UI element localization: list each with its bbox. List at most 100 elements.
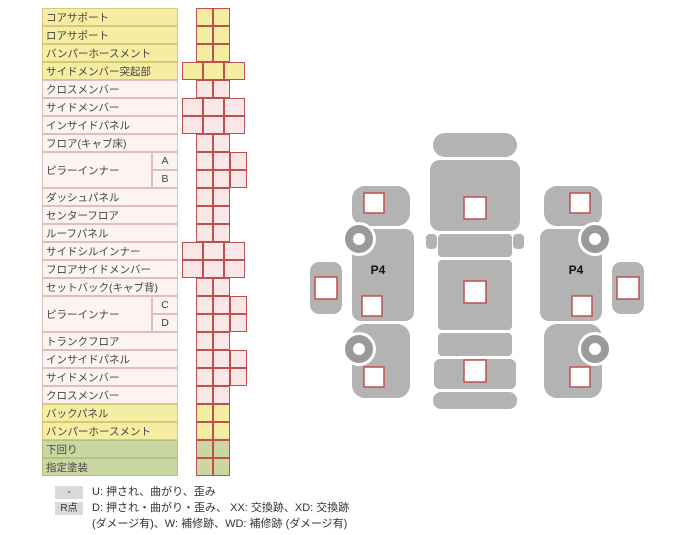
damage-cell[interactable] (224, 62, 245, 80)
damage-cell[interactable] (213, 404, 230, 422)
damage-cell[interactable] (213, 224, 230, 242)
damage-cell[interactable] (213, 332, 230, 350)
damage-cell[interactable] (182, 62, 203, 80)
damage-cell[interactable] (230, 314, 247, 332)
windshield-panel (438, 234, 512, 257)
check-left-rocker[interactable] (314, 276, 338, 300)
damage-cell[interactable] (196, 458, 213, 476)
check-hood[interactable] (463, 196, 487, 220)
row-label: フロア(キャブ床) (42, 134, 178, 152)
damage-cell[interactable] (230, 350, 247, 368)
damage-cell[interactable] (213, 44, 230, 62)
parts-table: コアサポートロアサポートバンパーホースメントサイドメンバー突起部クロスメンバーサ… (42, 8, 292, 478)
damage-cell[interactable] (213, 80, 230, 98)
damage-cell[interactable] (196, 368, 213, 386)
row-label: フロアサイドメンバー (42, 260, 178, 278)
row-label: クロスメンバー (42, 80, 178, 98)
legend-row: - U: 押され、曲がり、歪み (55, 486, 349, 499)
damage-cell[interactable] (182, 242, 203, 260)
check-trunk[interactable] (463, 359, 487, 383)
row-label: ピラーインナー (42, 152, 152, 188)
damage-cell[interactable] (196, 350, 213, 368)
damage-cell[interactable] (196, 188, 213, 206)
damage-cell[interactable] (224, 116, 245, 134)
left-front-wheel-icon (345, 225, 373, 253)
damage-cell[interactable] (196, 422, 213, 440)
damage-cell[interactable] (213, 458, 230, 476)
damage-cell[interactable] (230, 170, 247, 188)
damage-cell[interactable] (196, 80, 213, 98)
legend-row: (ダメージ有)、W: 補修跡、WD: 補修跡 (ダメージ有) (55, 518, 349, 531)
damage-cell[interactable] (213, 350, 230, 368)
damage-cell[interactable] (182, 98, 203, 116)
row-label: クロスメンバー (42, 386, 178, 404)
damage-cell[interactable] (213, 152, 230, 170)
damage-cell[interactable] (196, 44, 213, 62)
row-sublabel: D (152, 314, 178, 332)
row-label: サイドメンバー突起部 (42, 62, 178, 80)
check-right-fender[interactable] (569, 192, 591, 214)
damage-cell[interactable] (196, 170, 213, 188)
damage-cell[interactable] (213, 386, 230, 404)
check-left-door[interactable] (361, 295, 383, 317)
damage-cell[interactable] (196, 152, 213, 170)
legend-row: R点 D: 押され・曲がり・歪み、 XX: 交換跡、XD: 交換跡 (55, 502, 349, 515)
car-diagram: P4 P4 (310, 133, 644, 409)
damage-cell[interactable] (213, 278, 230, 296)
damage-cell[interactable] (196, 440, 213, 458)
damage-cell[interactable] (213, 170, 230, 188)
damage-cell[interactable] (230, 368, 247, 386)
damage-cell[interactable] (213, 314, 230, 332)
damage-cell[interactable] (196, 8, 213, 26)
damage-cell[interactable] (182, 260, 203, 278)
row-label: トランクフロア (42, 332, 178, 350)
damage-cell[interactable] (203, 260, 224, 278)
row-label: ロアサポート (42, 26, 178, 44)
damage-cell[interactable] (213, 8, 230, 26)
damage-cell[interactable] (213, 296, 230, 314)
damage-cell[interactable] (196, 296, 213, 314)
legend-text-d-cont: (ダメージ有)、W: 補修跡、WD: 補修跡 (ダメージ有) (92, 518, 348, 530)
damage-cell[interactable] (213, 422, 230, 440)
row-label: ダッシュパネル (42, 188, 178, 206)
damage-cell[interactable] (213, 188, 230, 206)
damage-cell[interactable] (230, 152, 247, 170)
damage-cell[interactable] (213, 26, 230, 44)
damage-cell[interactable] (196, 386, 213, 404)
damage-cell[interactable] (196, 206, 213, 224)
damage-cell[interactable] (203, 62, 224, 80)
check-roof[interactable] (463, 280, 487, 304)
damage-cell[interactable] (182, 116, 203, 134)
left-rear-wheel-icon (345, 335, 373, 363)
check-left-fender[interactable] (363, 192, 385, 214)
damage-cell[interactable] (196, 224, 213, 242)
damage-cell[interactable] (196, 314, 213, 332)
damage-cell[interactable] (196, 404, 213, 422)
damage-cell[interactable] (196, 134, 213, 152)
damage-cell[interactable] (224, 98, 245, 116)
damage-cell[interactable] (224, 242, 245, 260)
damage-cell[interactable] (213, 440, 230, 458)
damage-cell[interactable] (196, 332, 213, 350)
damage-cell[interactable] (213, 206, 230, 224)
damage-code-left: P4 (371, 263, 386, 277)
damage-cell[interactable] (203, 116, 224, 134)
damage-cell[interactable] (224, 260, 245, 278)
damage-cell[interactable] (196, 278, 213, 296)
check-right-door[interactable] (571, 295, 593, 317)
rear-window-panel (438, 333, 512, 356)
damage-cell[interactable] (203, 98, 224, 116)
row-sublabel: B (152, 170, 178, 188)
side-mirror-left-icon (426, 234, 437, 249)
check-right-quarter[interactable] (569, 366, 591, 388)
damage-cell[interactable] (203, 242, 224, 260)
row-label: サイドメンバー (42, 98, 178, 116)
damage-cell[interactable] (213, 368, 230, 386)
damage-cell[interactable] (213, 134, 230, 152)
damage-cell[interactable] (196, 26, 213, 44)
row-label: インサイドパネル (42, 350, 178, 368)
check-left-quarter[interactable] (363, 366, 385, 388)
damage-cell[interactable] (230, 296, 247, 314)
check-right-rocker[interactable] (616, 276, 640, 300)
